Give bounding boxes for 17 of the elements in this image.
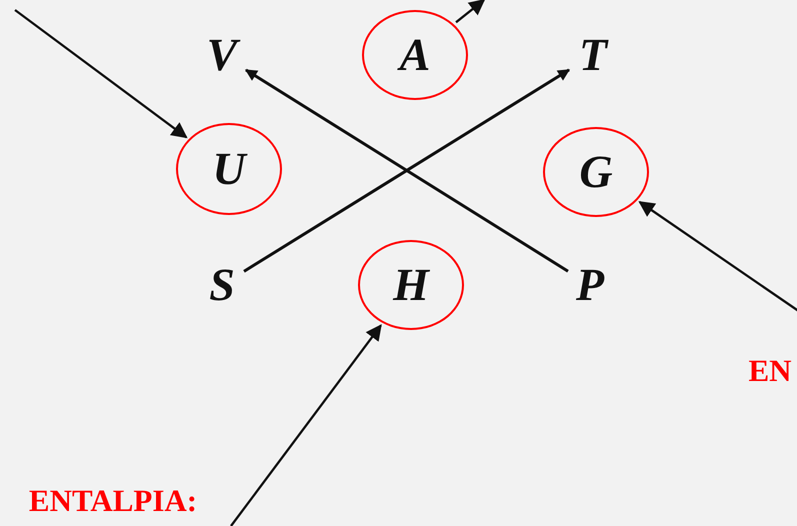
variable-letter: H [393,262,429,308]
variable-letter: A [400,32,430,78]
variable-letter: G [579,149,613,195]
variable-letter: T [578,32,608,78]
arrow [230,324,382,526]
annotation-label: ENTALPIA: [28,484,198,516]
circled-letter [543,127,649,217]
arrow [455,0,486,24]
variable-letter: U [212,146,246,192]
annotation-label: EN [748,354,792,386]
circled-letter [358,240,464,330]
circled-letter [176,123,282,215]
circled-letter [362,10,468,100]
variable-letter: S [209,262,235,308]
arrow [638,201,797,313]
variable-letter: P [576,262,604,308]
arrow [14,9,188,138]
